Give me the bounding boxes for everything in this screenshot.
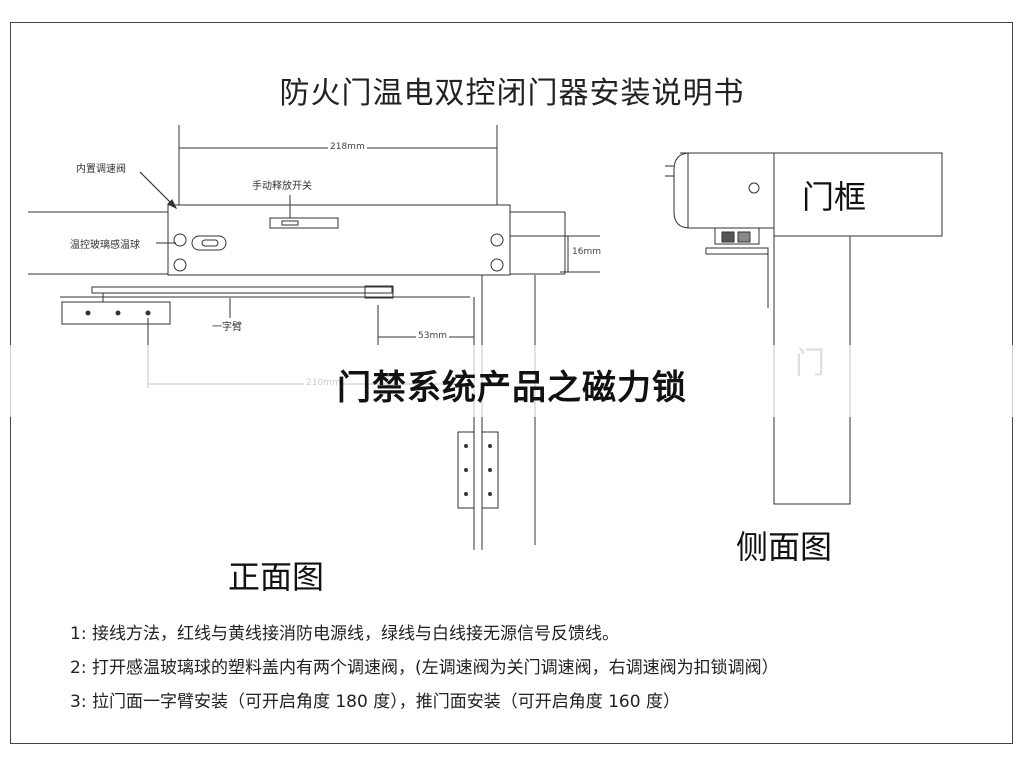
- label-manual-switch: 手动释放开关: [252, 181, 312, 192]
- side-view-label: 侧面图: [736, 528, 833, 566]
- dim-53: 53mm: [416, 331, 449, 341]
- mount-hole-bl: [173, 258, 187, 272]
- note-item: 2: 打开感温玻璃球的塑料盖内有两个调速阀，(左调速阀为关门调速阀，右调速阀为扣…: [70, 658, 779, 678]
- watermark-band: [0, 345, 1024, 417]
- note-item: 1: 接线方法，红线与黄线接消防电源线，绿线与白线接无源信号反馈线。: [70, 624, 619, 644]
- mount-hole-br: [490, 258, 504, 272]
- instruction-notes: 1: 接线方法，红线与黄线接消防电源线，绿线与白线接无源信号反馈线。 2: 打开…: [70, 617, 1010, 719]
- arm-bracket: [61, 301, 171, 325]
- label-temp-bulb: 温控玻璃感温球: [70, 240, 140, 251]
- side-screw: [748, 182, 760, 194]
- temp-bulb-slot: [191, 235, 227, 251]
- closer-body: [167, 204, 511, 276]
- page-title: 防火门温电双控闭门器安装说明书: [279, 76, 745, 111]
- label-inner-valve: 内置调速阀: [76, 164, 126, 175]
- watermark-text: 门禁系统产品之磁力锁: [337, 368, 687, 408]
- manual-switch-knob: [281, 220, 299, 226]
- label-arm: 一字臂: [212, 322, 242, 333]
- hinge-right: [481, 431, 499, 509]
- arm-joint: [364, 285, 394, 299]
- side-arm-plate: [705, 247, 769, 255]
- arm-bar: [91, 286, 393, 294]
- front-view-label: 正面图: [228, 558, 325, 596]
- temp-bulb-inner: [201, 239, 219, 247]
- inner-valve-arrow: [167, 199, 178, 210]
- note-item: 3: 拉门面一字臂安装（可开启角度 180 度），推门面安装（可开启角度 160…: [70, 692, 680, 712]
- mount-hole-tr: [490, 233, 504, 247]
- side-bracket-top: [714, 227, 760, 245]
- side-closer-body: [673, 152, 775, 229]
- mount-hole-tl: [173, 233, 187, 247]
- door-frame-label: 门框: [802, 178, 867, 216]
- manual-switch-slot: [269, 217, 339, 229]
- dim-218: 218mm: [328, 142, 367, 152]
- dim-16: 16mm: [572, 247, 601, 257]
- hinge-left: [457, 431, 475, 509]
